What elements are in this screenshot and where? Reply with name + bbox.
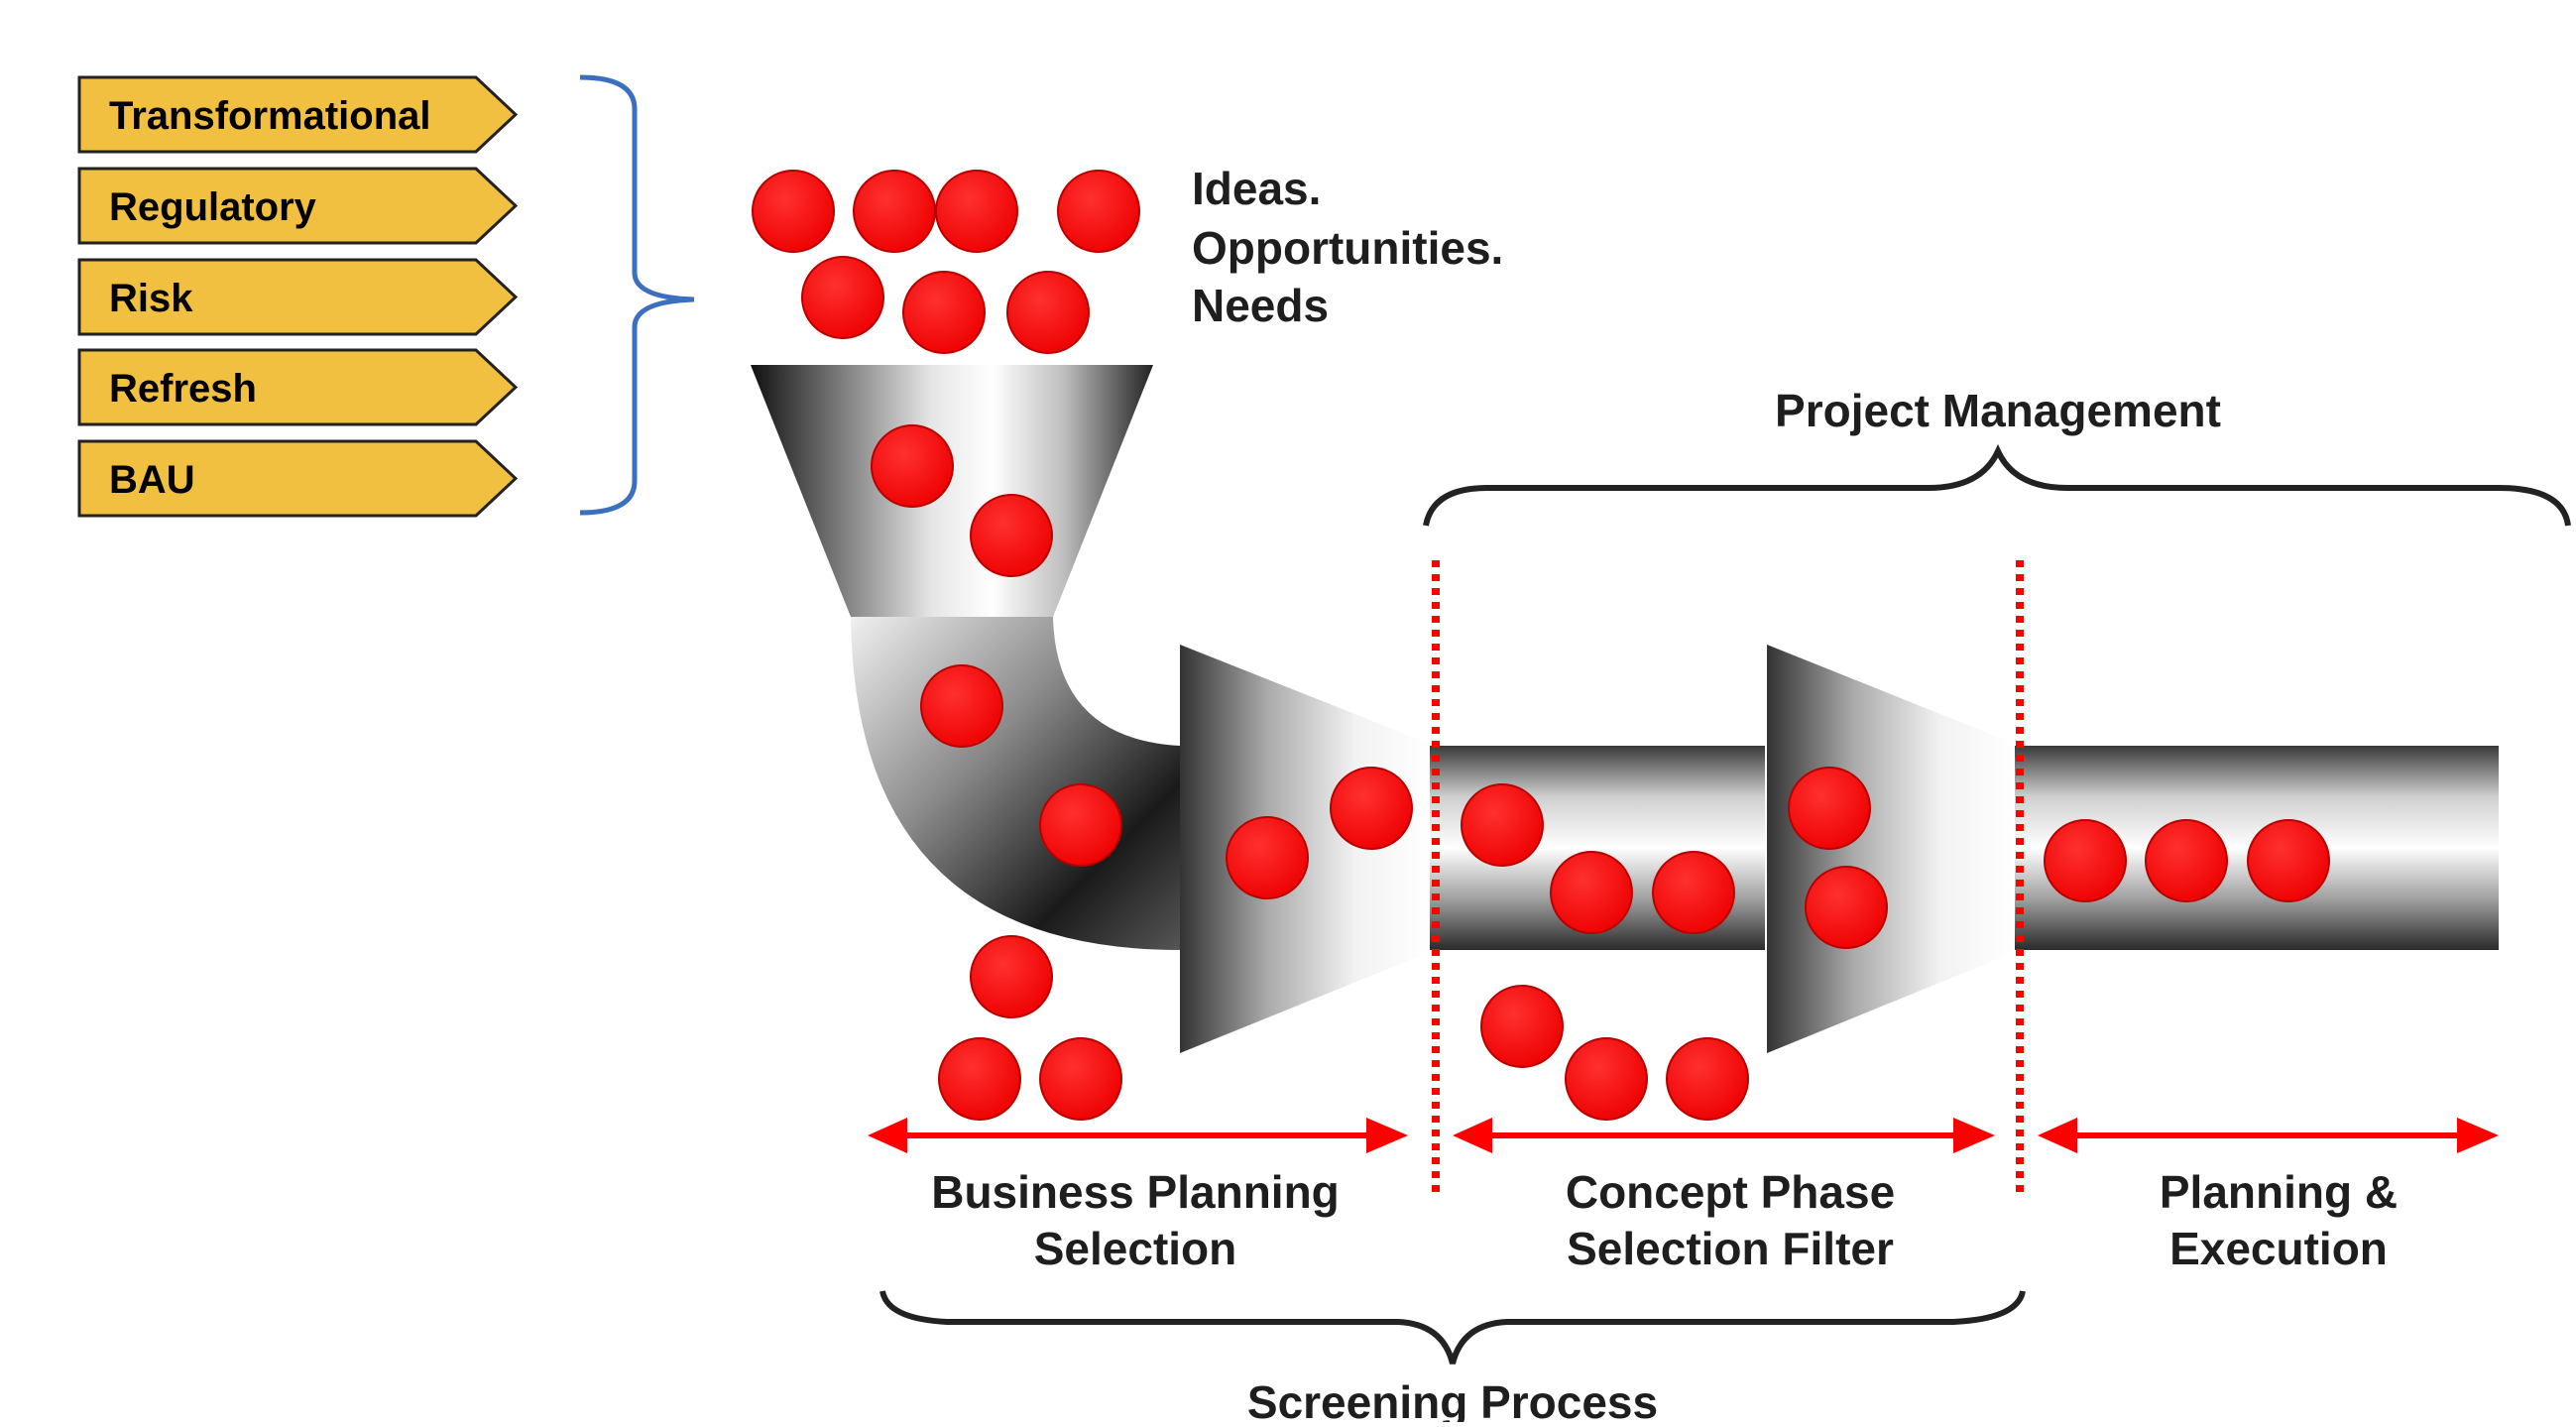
idea-ball-icon (801, 256, 884, 339)
cone-filter-2-icon (1767, 645, 2015, 1053)
idea-ball-icon (938, 1037, 1021, 1121)
input-label-line-2: Opportunities. (1192, 222, 1503, 274)
idea-ball-icon (1039, 783, 1122, 867)
phase-arrow-3 (2038, 1118, 2499, 1153)
project-management-brace-icon (1423, 443, 2571, 527)
phase-1-line-1: Business Planning (931, 1166, 1340, 1218)
phase-arrow-1 (868, 1118, 1408, 1153)
phase-1-line-2: Selection (1034, 1223, 1237, 1274)
phase-2-line-2: Selection Filter (1567, 1223, 1894, 1274)
category-chevron-5 (77, 439, 519, 518)
category-chevron-4 (77, 348, 519, 426)
idea-ball-icon (1461, 783, 1544, 867)
idea-ball-icon (2145, 819, 2228, 902)
idea-ball-icon (853, 170, 936, 253)
phase-label-1: Business Planning Selection (931, 1166, 1340, 1274)
idea-ball-icon (1006, 271, 1090, 354)
idea-ball-icon (970, 494, 1053, 577)
idea-ball-icon (902, 271, 986, 354)
idea-ball-icon (970, 935, 1053, 1018)
category-label-1: Transformational (109, 94, 431, 138)
phase-arrow-2 (1453, 1118, 1995, 1153)
phase-3-line-2: Execution (2169, 1223, 2388, 1274)
category-label-5: BAU (109, 458, 195, 502)
category-label-4: Refresh (109, 367, 257, 411)
idea-balls (752, 170, 2330, 1121)
idea-ball-icon (1480, 985, 1564, 1068)
idea-ball-icon (2247, 819, 2330, 902)
idea-ball-icon (1330, 767, 1413, 850)
input-label-line-3: Needs (1192, 280, 1329, 331)
idea-ball-icon (1565, 1037, 1648, 1121)
category-label-2: Regulatory (109, 185, 317, 229)
input-label: Ideas. Opportunities. Needs (1192, 163, 1503, 331)
idea-ball-icon (920, 664, 1003, 748)
phase-label-2: Concept Phase Selection Filter (1566, 1166, 1895, 1274)
project-management-label: Project Management (1775, 385, 2221, 436)
phase-label-3: Planning & Execution (2160, 1166, 2398, 1274)
idea-ball-icon (1652, 851, 1735, 934)
elbow-pipe-icon (851, 617, 1180, 950)
input-label-line-1: Ideas. (1192, 163, 1321, 214)
idea-ball-icon (1666, 1037, 1749, 1121)
category-chevron-3 (77, 258, 519, 336)
screening-process-brace-icon (879, 1290, 2026, 1365)
category-brace-icon (579, 74, 695, 516)
idea-ball-icon (1039, 1037, 1122, 1121)
idea-ball-icon (871, 424, 954, 508)
idea-ball-icon (1788, 767, 1871, 850)
funnel-icon (751, 365, 1153, 617)
category-label-3: Risk (109, 277, 193, 320)
idea-ball-icon (1226, 816, 1309, 899)
phase-3-line-1: Planning & (2160, 1166, 2398, 1218)
idea-ball-icon (2044, 819, 2127, 902)
idea-ball-icon (1057, 170, 1140, 253)
category-chevron-2 (77, 167, 519, 245)
idea-ball-icon (935, 170, 1018, 253)
idea-ball-icon (752, 170, 835, 253)
phase-2-line-1: Concept Phase (1566, 1166, 1895, 1218)
screening-process-label: Screening Process (1247, 1376, 1658, 1422)
idea-ball-icon (1550, 851, 1633, 934)
idea-ball-icon (1805, 866, 1888, 949)
category-chevron-1 (77, 75, 519, 154)
